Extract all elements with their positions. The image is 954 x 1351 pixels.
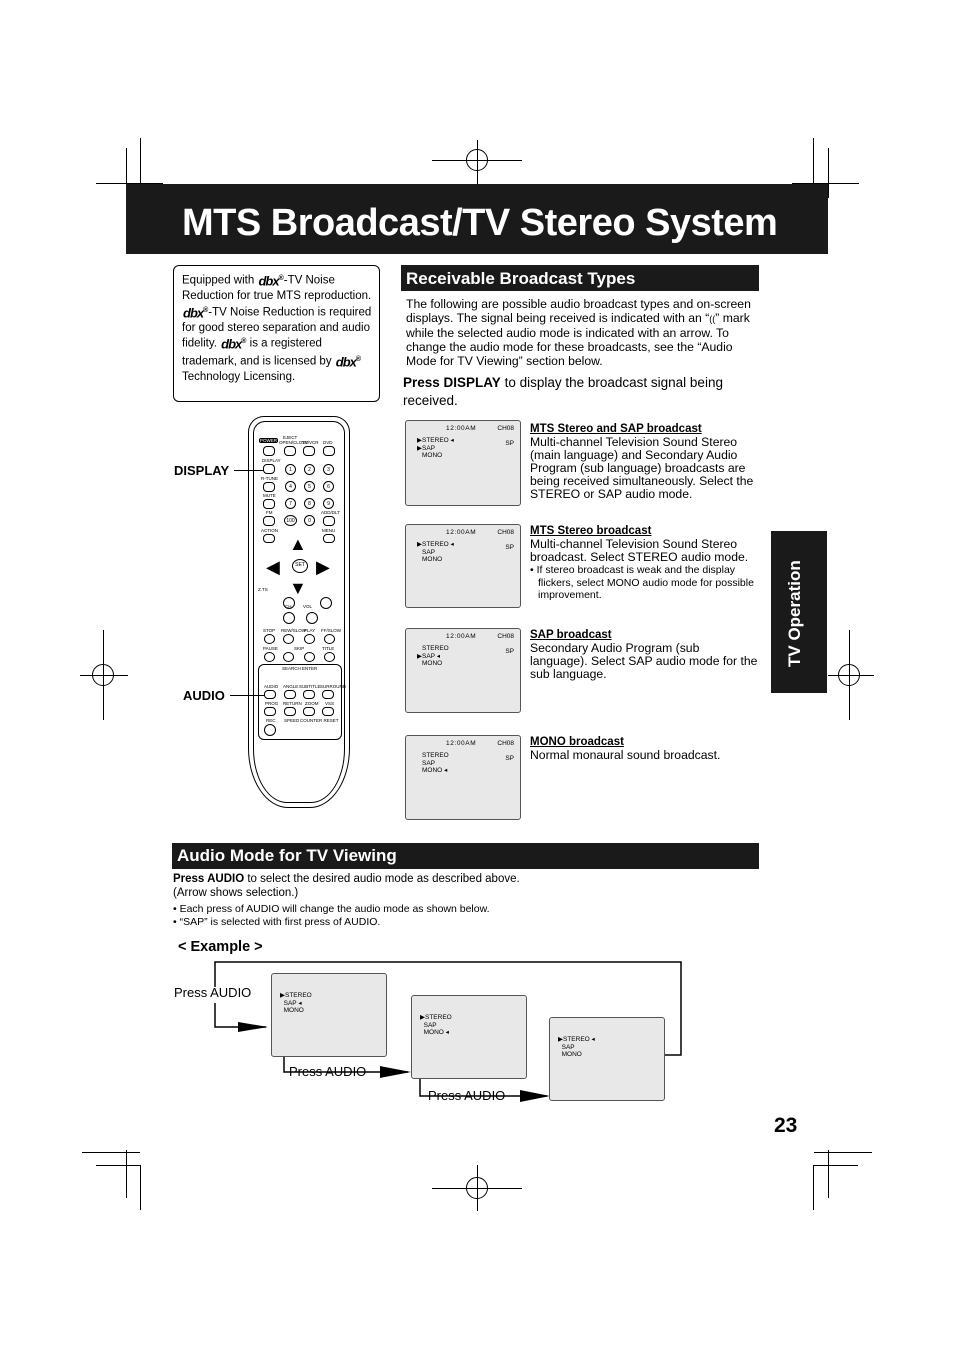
dbx-logo: dbx®	[221, 336, 246, 352]
receivable-intro: The following are possible audio broadca…	[406, 297, 751, 368]
title-bar: MTS Broadcast/TV Stereo System	[126, 184, 828, 254]
dbx-text-3: -TV Noise Reduction is required for good…	[182, 306, 372, 350]
display-callout-label: DISPLAY	[174, 463, 230, 478]
page-number: 23	[774, 1114, 798, 1137]
audio-button	[264, 690, 276, 699]
audio-mode-heading: Audio Mode for TV Viewing	[172, 843, 759, 869]
dbx-text-2: -TV Noise Reduction for true MTS reprodu…	[182, 274, 372, 303]
audio-notes: • Each press of AUDIO will change the au…	[173, 903, 490, 928]
up-arrow-icon: ▲	[289, 534, 307, 554]
dbx-text-4: is a registered trademark, and is licens…	[182, 337, 332, 367]
broadcast-mono: MONO broadcast Normal monaural sound bro…	[530, 736, 721, 762]
dbx-text-5: Technology Licensing.	[182, 370, 296, 383]
example-screen-mono: ▶STEREO SAP MONO ◂	[411, 995, 527, 1079]
right-arrow-icon: ▶	[316, 557, 330, 577]
dbx-logo: dbx®	[335, 353, 361, 369]
press-audio-instruction: Press AUDIO to select the desired audio …	[173, 873, 520, 899]
remote-lower-panel	[258, 664, 342, 740]
dbx-logo: dbx®	[183, 305, 208, 321]
down-arrow-icon: ▼	[289, 578, 307, 598]
display-button	[263, 464, 275, 474]
side-tab-label: TV Operation	[785, 560, 804, 667]
dbx-text-1: Equipped with	[182, 274, 255, 287]
dbx-logo: dbx®	[258, 273, 283, 289]
left-arrow-icon: ◀	[266, 557, 280, 577]
dbx-info-box: Equipped with dbx®-TV Noise Reduction fo…	[173, 265, 380, 402]
press-audio-label-3: Press AUDIO	[428, 1088, 506, 1103]
signal-mark-icon: ((	[709, 314, 716, 324]
remote-control	[248, 416, 350, 808]
display-leader-line	[234, 470, 264, 471]
broadcast-stereo-sap: MTS Stereo and SAP broadcast Multi-chann…	[530, 423, 754, 501]
audio-leader-line	[230, 695, 265, 696]
press-audio-label-2: Press AUDIO	[289, 1064, 367, 1079]
audio-callout-label: AUDIO	[183, 688, 225, 703]
broadcast-sap: SAP broadcast Secondary Audio Program (s…	[530, 629, 758, 681]
example-screen-stereo: ▶STEREO ◂ SAP MONO	[549, 1017, 665, 1101]
page-title: MTS Broadcast/TV Stereo System	[182, 202, 778, 244]
receivable-heading: Receivable Broadcast Types	[401, 265, 759, 291]
press-display-instruction: Press DISPLAY to display the broadcast s…	[403, 375, 723, 408]
press-audio-label-1: Press AUDIO	[174, 985, 252, 1000]
remote-control-inner	[253, 421, 345, 803]
side-tab: TV Operation	[771, 531, 827, 693]
example-screen-sap: ▶STEREO SAP ◂ MONO	[271, 973, 387, 1057]
example-heading: < Example >	[178, 939, 263, 955]
broadcast-stereo: MTS Stereo broadcast Multi-channel Telev…	[530, 525, 754, 601]
